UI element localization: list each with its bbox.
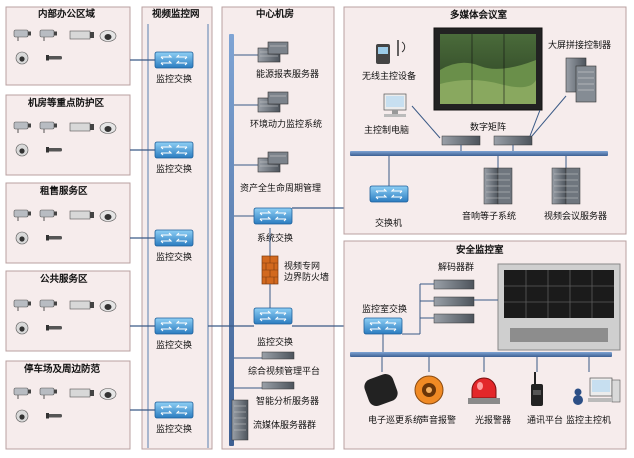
firewall-label: 视频专网 边界防火墙 xyxy=(284,260,329,283)
server-icon xyxy=(261,381,295,390)
device-label: 通讯平台 xyxy=(527,414,563,426)
monitor-wall-icon xyxy=(497,263,621,351)
workstation-icon xyxy=(573,377,621,405)
zone-rental-title: 租售服务区 xyxy=(40,185,88,197)
device-label: 光报警器 xyxy=(475,414,511,426)
zone-machine-room: 机房等重点防护区 xyxy=(5,94,131,176)
alarm-light-icon xyxy=(468,377,500,404)
switch-icon xyxy=(369,185,409,203)
zone-public: 公共服务区 xyxy=(5,270,131,352)
wireless-controller-icon xyxy=(376,40,406,64)
firewall-icon xyxy=(261,255,279,285)
firewall-label-line: 视频专网 xyxy=(284,260,320,272)
video-platform-label: 综合视频管理平台 xyxy=(248,365,320,377)
stream-cluster-label: 流媒体服务器群 xyxy=(253,419,316,431)
monitor-switch-label: 监控交换 xyxy=(257,336,293,348)
switch-icon xyxy=(154,229,194,247)
server-rack-icon xyxy=(231,399,249,441)
speaker-icon xyxy=(414,375,444,405)
center-room-title: 中心机房 xyxy=(256,8,294,20)
audio-label: 音响等子系统 xyxy=(462,210,516,222)
switch-icon xyxy=(253,207,293,225)
video-net-title: 视频监控网 xyxy=(152,8,200,20)
matrix-label: 数字矩阵 xyxy=(470,121,506,133)
server-icon xyxy=(261,351,295,360)
asset-mgmt-label: 资产全生命周期管理 xyxy=(240,182,321,194)
energy-server-label: 能源报表服务器 xyxy=(256,68,319,80)
security-title: 安全监控室 xyxy=(456,244,504,256)
switch-label: 监控交换 xyxy=(156,73,192,85)
switch-label: 监控交换 xyxy=(156,339,192,351)
device-label: 声音报警 xyxy=(420,414,456,426)
switch-icon xyxy=(363,317,403,335)
wireless-label: 无线主控设备 xyxy=(362,70,416,82)
switch-label: 监控交换 xyxy=(156,251,192,263)
audio-server-icon xyxy=(483,167,513,205)
video-wall-icon xyxy=(433,27,543,111)
switch-icon xyxy=(154,141,194,159)
smart-server-label: 智能分析服务器 xyxy=(256,395,319,407)
security-panel: 安全监控室 解码器群 监控室交换 电子巡更系统 xyxy=(343,240,627,450)
multimedia-title: 多媒体会议室 xyxy=(450,9,508,21)
switch-icon xyxy=(154,317,194,335)
zone-machine-room-title: 机房等重点防护区 xyxy=(28,97,105,109)
zone-parking-title: 停车场及周边防范 xyxy=(24,363,101,375)
zone-rental: 租售服务区 xyxy=(5,182,131,264)
patrol-icon xyxy=(364,373,398,407)
env-system-label: 环境动力监控系统 xyxy=(250,118,322,130)
multimedia-switch-label: 交换机 xyxy=(375,217,402,229)
switch-label: 监控交换 xyxy=(156,163,192,175)
switch-icon xyxy=(253,307,293,325)
main-pc-icon xyxy=(383,93,407,117)
firewall-label-line: 边界防火墙 xyxy=(284,271,329,283)
system-switch-label: 系统交换 xyxy=(257,232,293,244)
zone-parking: 停车场及周边防范 xyxy=(5,360,131,450)
room-switch-label: 监控室交换 xyxy=(362,303,407,315)
center-room-panel: 中心机房 能源报表服务器 环境动力监控系统 资产全生命周期管理 系统交换 视频专… xyxy=(208,6,335,450)
device-label: 电子巡更系统 xyxy=(368,414,422,426)
switch-icon xyxy=(154,401,194,419)
switch-label: 监控交换 xyxy=(156,423,192,435)
zone-public-title: 公共服务区 xyxy=(40,273,88,285)
radio-icon xyxy=(531,372,543,406)
decoders-label: 解码器群 xyxy=(438,261,474,273)
device-label: 监控主控机 xyxy=(566,414,611,426)
projection-controller-label: 大屏拼接控制器 xyxy=(548,39,611,51)
zone-office-title: 内部办公区域 xyxy=(38,8,96,20)
decoder-rack-icon xyxy=(433,279,475,324)
multimedia-panel: 多媒体会议室 无线主控设备 主控制电脑 xyxy=(343,6,627,235)
video-conf-label: 视频会议服务器 xyxy=(544,210,607,222)
main-pc-label: 主控制电脑 xyxy=(364,124,409,136)
switch-icon xyxy=(154,51,194,69)
zone-office: 内部办公区域 xyxy=(5,6,131,86)
video-net-panel: 视频监控网 监控交换 监控交换 监控交换 监控交换 监控交换 xyxy=(130,6,213,450)
projection-controller-icon xyxy=(565,57,597,103)
conference-server-icon xyxy=(551,167,581,205)
